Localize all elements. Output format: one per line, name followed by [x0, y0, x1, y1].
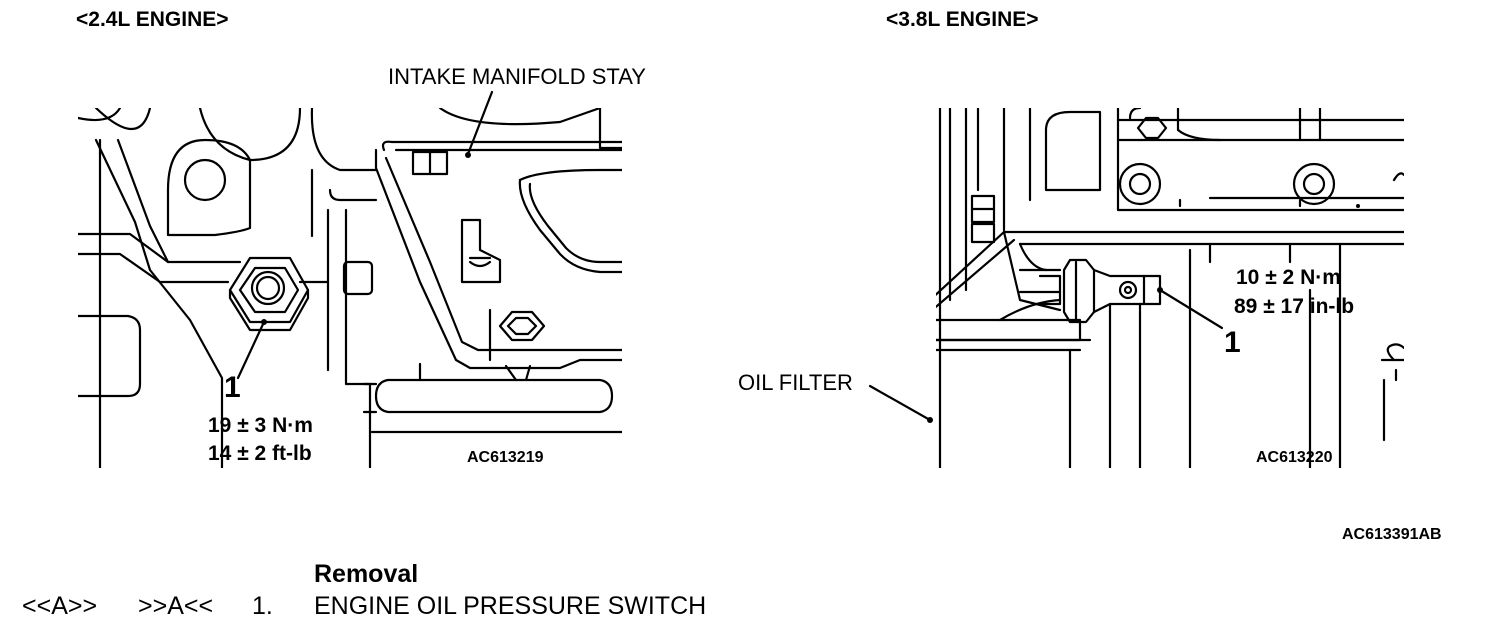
- legend-heading: Removal: [314, 560, 419, 588]
- oil-filter-label: OIL FILTER: [738, 370, 853, 395]
- install-marker: <<A>>: [22, 592, 98, 620]
- overall-figure-code: AC613391AB: [1342, 526, 1442, 543]
- torque-imperial-left: 14 ± 2 ft-lb: [208, 442, 312, 465]
- engine-3-8l-header: <3.8L ENGINE>: [886, 8, 1039, 31]
- intake-manifold-stay-label: INTAKE MANIFOLD STAY: [388, 64, 646, 89]
- legend-item-name: ENGINE OIL PRESSURE SWITCH: [314, 592, 707, 620]
- figure-code-left: AC613219: [467, 449, 544, 466]
- torque-nm-right: 10 ± 2 N·m: [1236, 266, 1341, 289]
- removal-marker: >>A<<: [138, 592, 214, 620]
- torque-imperial-right: 89 ± 17 in-lb: [1234, 295, 1355, 318]
- figure-code-right: AC613220: [1256, 449, 1333, 466]
- callout-number-left: 1: [224, 371, 241, 404]
- legend-item-number: 1.: [252, 592, 273, 620]
- torque-nm-left: 19 ± 3 N·m: [208, 414, 313, 437]
- callout-number-right: 1: [1224, 326, 1241, 359]
- engine-2-4l-header: <2.4L ENGINE>: [76, 8, 229, 31]
